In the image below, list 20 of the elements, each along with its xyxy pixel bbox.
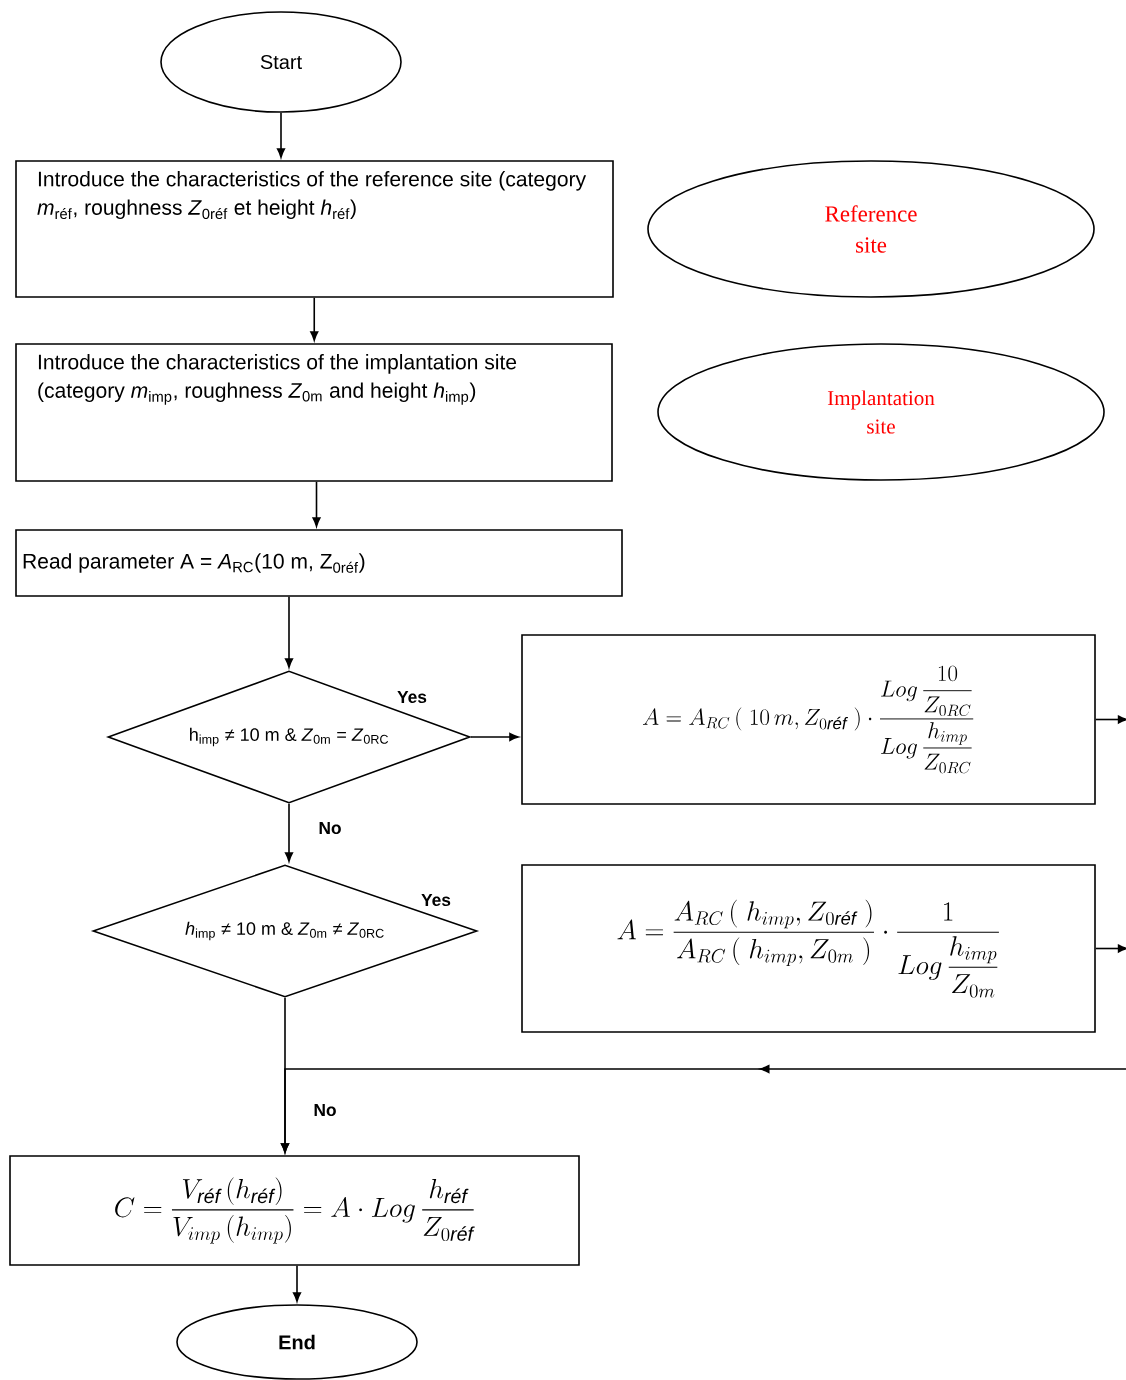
arrow xyxy=(284,803,294,862)
edge-label: Yes xyxy=(395,689,429,705)
arrow xyxy=(1095,944,1126,953)
edge-label: No xyxy=(312,1102,338,1118)
process-box: $C = \frac{V_{\text{\itshape réf}}\,(h_{\text{\itshape réf}})}{V_{imp}\,(h_{imp})} = A\cdot Log\,\frac{h_{\text{\itshape réf}}}{Z_{0\text{\itshape réf}}}$ xyxy=(9,1155,580,1266)
arrow xyxy=(310,297,319,341)
arrow xyxy=(292,1265,302,1302)
process-box: Introduce the characteristics of the implantation site (category m$_{imp}$, roughness Z$_{0m}$ and height h$_{imp}$) xyxy=(15,343,613,482)
arrow xyxy=(284,596,294,668)
arrow xyxy=(312,481,321,527)
process-box: Read parameter A = A$_{RC}$(10 m, Z$_{0réf}$) xyxy=(15,529,623,597)
arrow xyxy=(276,112,286,158)
arrow xyxy=(1095,715,1126,724)
arrow xyxy=(470,732,519,742)
branch-label: Yes xyxy=(421,893,451,907)
process-box: $A = \frac{A_{RC}\left(\;h_{imp}, Z_{0\text{\itshape réf}}\;\right)}{A_{RC}\left(\;h_{imp}, Z_{0m}\;\right)}\cdot\frac{1}{Log\,\dfrac{h_{imp}}{Z_{0m}}}$ xyxy=(521,864,1096,1033)
edge-label: No xyxy=(317,820,343,836)
process-box: Introduce the characteristics of the reference site (category m$_{réf}$, roughness Z$_{0réf}$ et height h$_{réf}$) xyxy=(15,160,614,298)
process-box: $A = A_{RC}\left(\;10\,m, Z_{0\text{\itshape réf}}\;\right)\cdot\frac{Log\,\dfrac{10}{Z_{0RC}}}{Log\,\dfrac{h_{imp}}{Z_{0RC}}}$ xyxy=(521,634,1096,805)
arrow xyxy=(280,997,290,1153)
